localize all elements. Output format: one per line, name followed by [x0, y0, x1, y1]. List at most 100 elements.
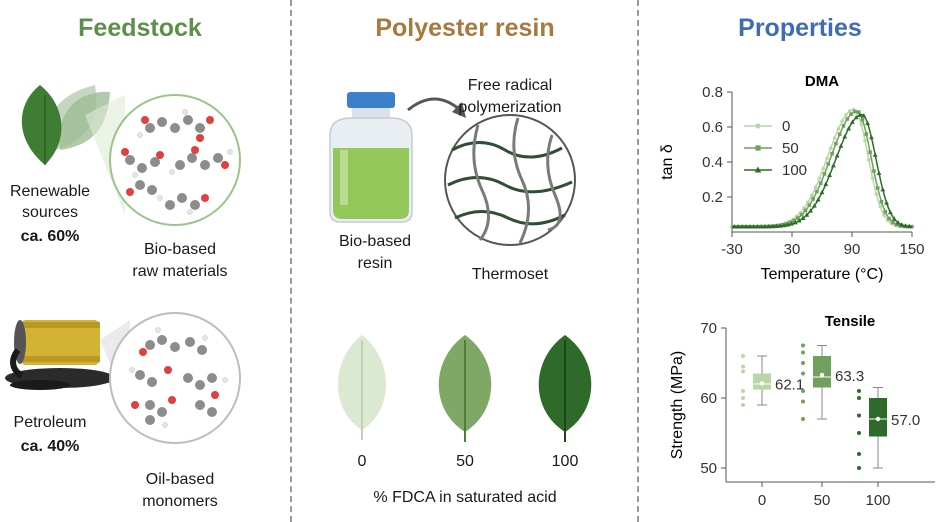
arrow-icon — [407, 97, 461, 112]
dma-point-100 — [800, 215, 806, 221]
tensile-point-50 — [801, 389, 805, 393]
dma-point-50 — [864, 132, 869, 136]
petroleum-percentage: ca. 40% — [20, 438, 80, 455]
feedstock-graphics — [5, 85, 241, 444]
tensile-mean-label-0: 62.1 — [775, 376, 804, 393]
tensile-mean-marker-100 — [875, 416, 881, 422]
dma-point-50 — [784, 222, 789, 226]
dma-point-100 — [785, 222, 791, 227]
dma-point-100 — [903, 223, 908, 228]
dma-point-0 — [840, 119, 844, 123]
tensile-point-100 — [857, 413, 861, 418]
dma-point-100 — [838, 143, 844, 148]
tensile-point-0 — [741, 396, 745, 400]
dma-y-tick-label: 0.8 — [702, 84, 723, 101]
dma-point-0 — [863, 138, 867, 143]
dma-point-0 — [859, 122, 863, 126]
dma-point-50 — [887, 216, 891, 221]
dma-point-100 — [831, 162, 836, 168]
dma-x-tick-label: 30 — [784, 241, 801, 258]
tensile-point-50 — [801, 371, 805, 376]
resin-bottle-icon — [329, 92, 413, 223]
biobased-label-line2: raw materials — [132, 263, 228, 280]
dma-point-100 — [827, 172, 832, 178]
dma-point-100 — [796, 218, 802, 223]
renewable-leaves-icon — [21, 85, 110, 165]
free-radical-line1: Free radical — [467, 77, 553, 94]
dma-point-100 — [819, 189, 825, 195]
tensile-point-0 — [741, 354, 745, 358]
dma-point-50 — [845, 117, 850, 121]
dma-point-50 — [818, 181, 823, 185]
tensile-x-tick-label: 50 — [814, 492, 831, 509]
tensile-point-50 — [801, 417, 805, 421]
dma-legend-label-0: 0 — [782, 118, 790, 135]
dma-point-50 — [883, 209, 888, 214]
dma-point-100 — [781, 222, 787, 228]
dma-point-100 — [774, 223, 779, 229]
tensile-title: Tensile — [825, 313, 876, 330]
dma-point-0 — [870, 176, 875, 181]
tensile-y-tick-label: 70 — [700, 320, 717, 337]
bottle-label-line2: resin — [357, 255, 393, 272]
bio-molecules-icon — [121, 109, 233, 215]
dma-point-0 — [829, 146, 833, 150]
dma-point-100 — [751, 224, 756, 229]
resin-title: Polyester resin — [375, 14, 555, 42]
tensile-point-50 — [801, 350, 805, 355]
tensile-y-tick-label: 50 — [700, 460, 717, 477]
tensile-point-100 — [857, 389, 861, 393]
bottle-label-line1: Bio-based — [338, 233, 412, 250]
feedstock-title: Feedstock — [78, 14, 202, 42]
dma-point-100 — [834, 153, 840, 158]
tensile-point-50 — [801, 399, 805, 404]
properties-title: Properties — [738, 14, 862, 42]
dma-point-100 — [732, 224, 737, 229]
dma-point-100 — [823, 181, 829, 187]
dma-point-100 — [884, 200, 889, 205]
dma-point-100 — [876, 170, 882, 175]
dma-x-tick-label: 90 — [844, 241, 861, 258]
dma-point-0 — [832, 136, 837, 140]
tensile-point-100 — [857, 396, 861, 400]
renewable-percentage: ca. 60% — [20, 228, 80, 245]
dma-point-100 — [762, 224, 768, 229]
leaf-100-icon — [538, 335, 592, 442]
dma-point-100 — [815, 197, 821, 202]
dma-point-100 — [872, 152, 878, 157]
dma-point-50 — [803, 208, 808, 213]
petroleum-label: Petroleum — [13, 414, 87, 431]
dma-point-50 — [792, 218, 796, 223]
dma-x-tick-label: -30 — [721, 241, 743, 258]
dma-point-50 — [811, 197, 815, 201]
renewable-label-line2: sources — [21, 204, 79, 221]
dma-point-100 — [743, 224, 749, 229]
dma-point-50 — [856, 110, 861, 114]
dma-point-100 — [846, 126, 851, 131]
dma-point-50 — [891, 220, 895, 225]
dma-point-50 — [875, 186, 880, 190]
dma-point-50 — [807, 203, 812, 208]
dma-legend-label-100: 100 — [782, 162, 807, 179]
dma-point-100 — [857, 112, 863, 117]
dma-point-0 — [867, 157, 871, 162]
dma-point-100 — [899, 222, 905, 227]
oil-molecule-circle — [109, 312, 241, 444]
tensile-point-100 — [857, 431, 861, 435]
dma-point-0 — [825, 156, 829, 161]
leaf-label-0: 0 — [357, 453, 367, 470]
divider-left — [290, 0, 292, 522]
oil-molecules-icon — [129, 327, 228, 428]
dma-point-100 — [766, 223, 772, 229]
tensile-x-tick-label: 100 — [865, 492, 890, 509]
dma-point-0 — [874, 192, 879, 196]
tensile-point-100 — [857, 452, 861, 456]
tensile-box-50 — [813, 356, 831, 388]
dma-y-tick-label: 0.2 — [702, 189, 723, 206]
tensile-mean-label-50: 63.3 — [835, 368, 864, 385]
dma-point-50 — [780, 223, 785, 227]
resin-graphics — [329, 92, 592, 442]
dma-point-0 — [806, 200, 810, 205]
